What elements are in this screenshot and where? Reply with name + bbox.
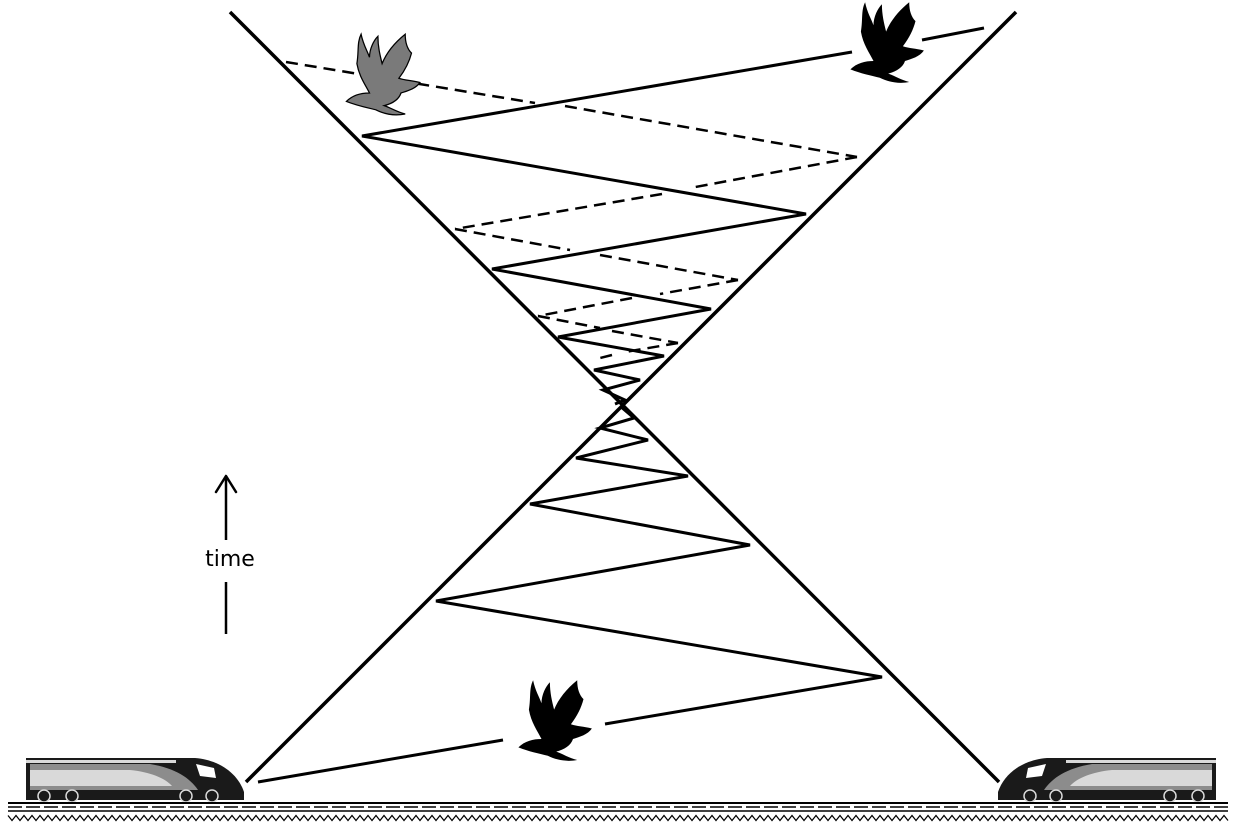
time-axis: time bbox=[205, 474, 255, 634]
ghost-bird-path bbox=[285, 60, 858, 360]
bird-zigzag-path bbox=[257, 26, 985, 784]
right-train bbox=[998, 758, 1216, 803]
time-label: time bbox=[205, 547, 255, 572]
bird-icon bbox=[850, 2, 924, 83]
railway-track bbox=[7, 802, 1229, 822]
ghost-bird bbox=[345, 33, 421, 116]
left-train bbox=[26, 758, 244, 803]
train-worldlines bbox=[228, 10, 1018, 784]
bird-icon-lower bbox=[518, 680, 592, 761]
